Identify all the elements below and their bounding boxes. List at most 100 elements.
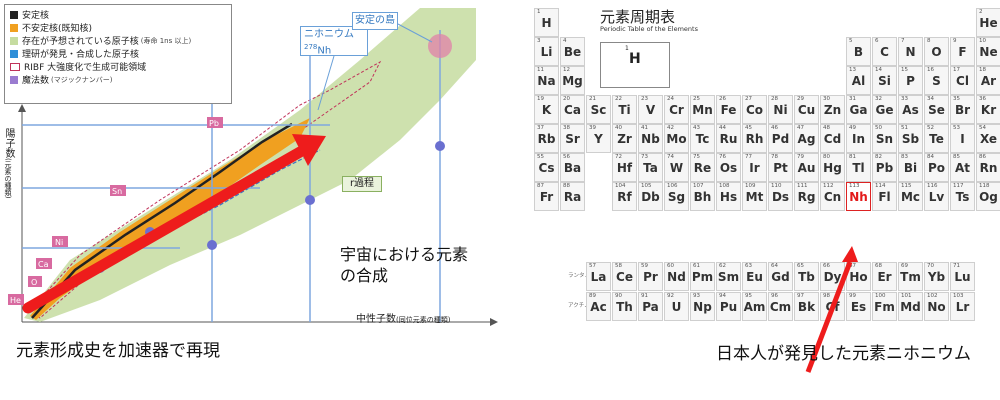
atomic-number: 80 [823, 154, 830, 160]
element-symbol: Hs [719, 190, 738, 204]
atomic-number: 78 [771, 154, 778, 160]
atomic-number: 61 [693, 263, 700, 269]
atomic-number: 83 [901, 154, 908, 160]
atomic-number: 5 [849, 38, 853, 44]
element-symbol: Rh [745, 132, 764, 146]
element-symbol: Os [719, 161, 738, 175]
atomic-number: 3 [537, 38, 541, 44]
element-symbol: Sn [875, 132, 894, 146]
element-symbol: Ca [564, 103, 581, 117]
element-symbol: Ts [955, 190, 970, 204]
atomic-number: 88 [563, 183, 570, 189]
element-symbol: V [645, 103, 656, 117]
legend-label: 不安定核(既知核) [22, 24, 93, 34]
periodic-table-subtitle: Periodic Table of the Elements [600, 25, 698, 33]
element-tag-box [52, 236, 68, 247]
atomic-number: 77 [745, 154, 752, 160]
element-symbol: Ru [719, 132, 738, 146]
element-symbol: Ne [979, 45, 998, 59]
element-tag: Sn [112, 187, 122, 196]
element-symbol: Li [540, 45, 553, 59]
atomic-number: 114 [875, 183, 886, 189]
atomic-number: 13 [849, 67, 856, 73]
atomic-number: 6 [875, 38, 879, 44]
atomic-number: 84 [927, 154, 934, 160]
atomic-number: 14 [875, 67, 882, 73]
element-symbol: Ag [797, 132, 816, 146]
element-symbol: Cm [769, 300, 792, 314]
atomic-number: 51 [901, 125, 908, 131]
atomic-number: 66 [823, 263, 830, 269]
element-symbol: Lv [928, 190, 945, 204]
x-axis-note: (同位元素の種類) [396, 316, 451, 324]
element-symbol: Dy [823, 270, 842, 284]
atomic-number: 62 [719, 263, 726, 269]
legend-item: 魔法数(マジックナンバー) [10, 73, 226, 86]
element-symbol: Pm [691, 270, 714, 284]
atomic-number: 96 [771, 293, 778, 299]
atomic-number: 86 [979, 154, 986, 160]
element-symbol: As [902, 103, 919, 117]
atomic-number: 112 [823, 183, 834, 189]
element-symbol: Am [743, 300, 766, 314]
atomic-number: 60 [667, 263, 674, 269]
element-tag: Ca [38, 260, 49, 269]
atomic-number: 44 [719, 125, 726, 131]
atomic-number: 95 [745, 293, 752, 299]
y-axis-label: 陽子数(元素の種類) [2, 128, 16, 198]
element-tag-box [110, 185, 126, 196]
element-symbol: Kr [980, 103, 997, 117]
key-example-number: 1 [625, 45, 629, 52]
element-symbol: U [671, 300, 682, 314]
atomic-number: 69 [901, 263, 908, 269]
element-symbol: Cs [538, 161, 555, 175]
element-symbol: Lu [954, 270, 971, 284]
element-symbol: Al [851, 74, 866, 88]
element-symbol: Ar [980, 74, 997, 88]
atomic-number: 1 [537, 9, 541, 15]
element-symbol: Pu [719, 300, 738, 314]
atomic-number: 55 [537, 154, 544, 160]
element-symbol: Tl [852, 161, 865, 175]
swatch [10, 23, 18, 32]
atomic-number: 36 [979, 96, 986, 102]
atomic-number: 113 [849, 183, 860, 189]
element-symbol: Si [878, 74, 891, 88]
stable-valley [31, 122, 293, 319]
x-axis-label: 中性子数(同位元素の種類) [356, 310, 450, 325]
y-axis-title: 陽子数 [3, 128, 14, 158]
atomic-number: 37 [537, 125, 544, 131]
element-symbol: Zr [617, 132, 632, 146]
legend-label: 安定核 [22, 11, 50, 21]
atomic-number: 9 [953, 38, 957, 44]
element-tag-box [207, 117, 223, 128]
element-symbol: Es [850, 300, 867, 314]
element-symbol: Sr [565, 132, 580, 146]
island-of-stability [428, 34, 452, 58]
atomic-number: 7 [901, 38, 905, 44]
element-symbol: La [590, 270, 607, 284]
